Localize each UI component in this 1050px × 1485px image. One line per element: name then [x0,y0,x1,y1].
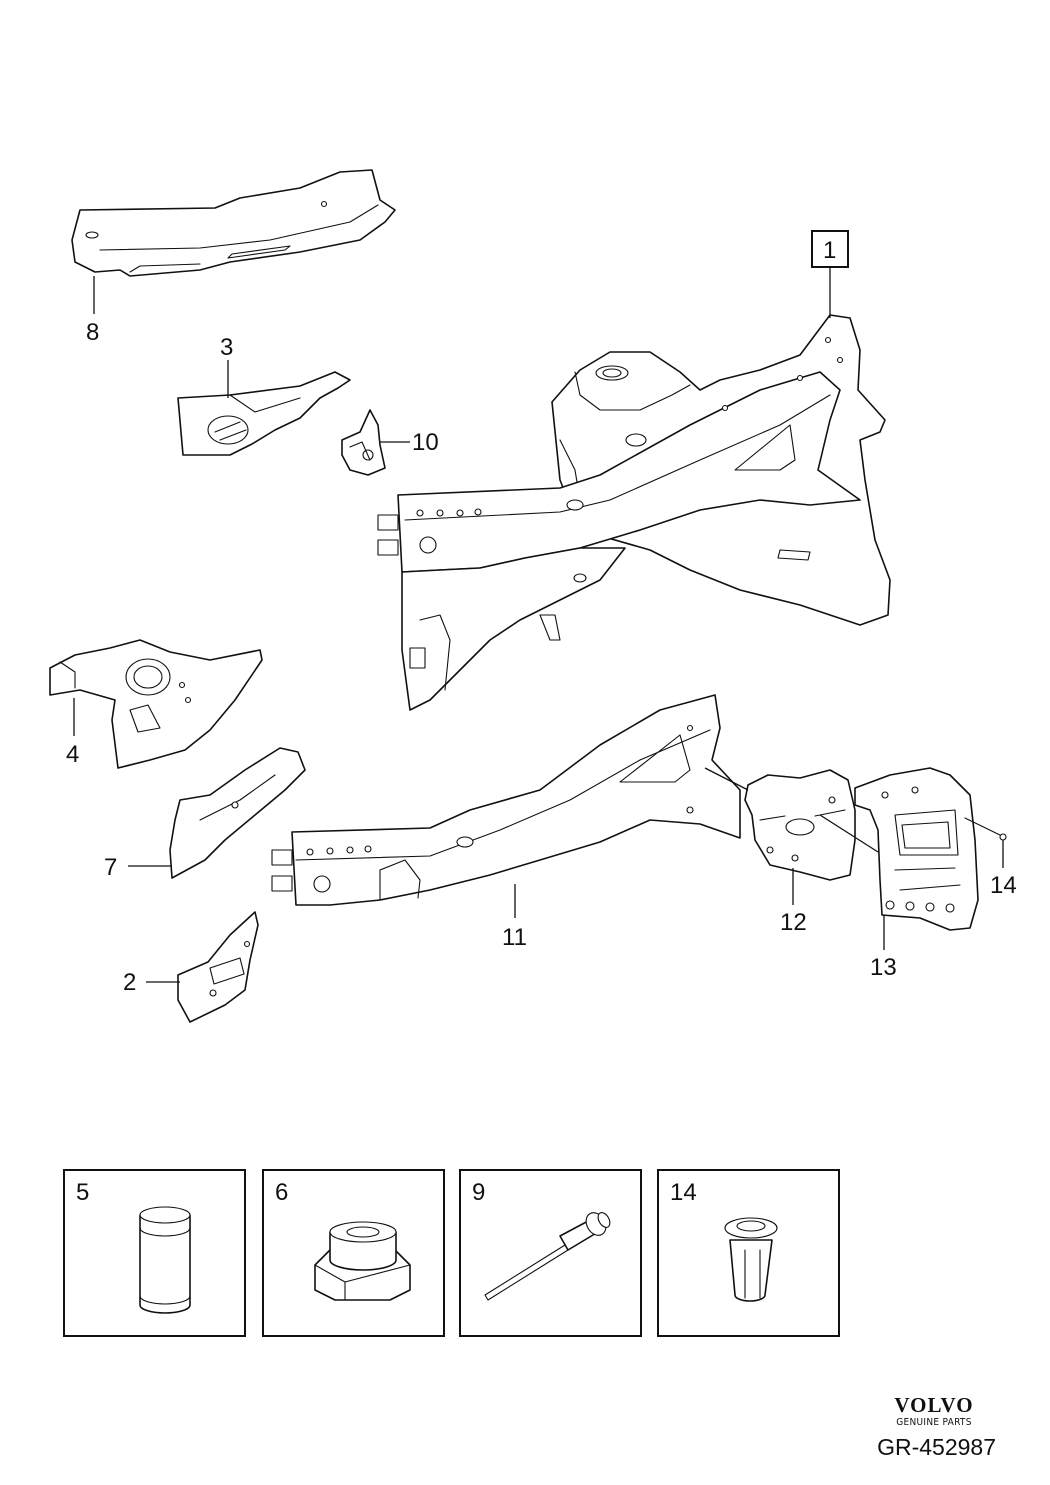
part-1-side-member-assembly [377,314,891,711]
callout-13: 13 [870,954,897,981]
inset-9: 9 [459,1169,642,1337]
svg-text:14: 14 [670,1179,697,1206]
callout-10: 10 [412,429,439,456]
part-13-front-panel [854,767,979,931]
part-2-reinforcement [177,911,259,1023]
part-4-inner-panel [49,639,263,769]
callout-14: 14 [990,872,1017,899]
callout-11: 11 [502,924,527,951]
inset-5: 5 [63,1169,246,1337]
inset-6: 6 [262,1169,445,1337]
brand-tagline: GENUINE PARTS [896,1417,972,1428]
volvo-logo: VOLVO [894,1393,974,1417]
reference-code: GR-452987 [877,1434,996,1460]
svg-text:6: 6 [275,1179,288,1206]
svg-text:9: 9 [472,1179,485,1206]
callout-3: 3 [220,334,233,361]
inset-14: 14 [657,1169,840,1337]
part-3-plate [177,371,351,456]
callout-1: 1 [823,237,836,264]
cage-nut-icon [314,1221,411,1301]
svg-text:5: 5 [76,1179,89,1206]
rivet-icon [484,1212,611,1301]
part-8-upper-reinforcement [71,169,396,277]
part-12-bracket-plate [744,769,856,881]
rivet-nut-icon [724,1217,778,1302]
callout-4: 4 [66,741,79,768]
sleeve-icon [139,1206,191,1314]
callout-8: 8 [86,319,99,346]
part-10-bracket [341,409,386,476]
callout-2: 2 [123,969,136,996]
part-7-rail-extension [169,747,306,879]
brand-block: VOLVO GENUINE PARTS [874,1394,994,1430]
callout-1-box [811,230,849,268]
part-11-side-member [271,694,741,906]
callout-12: 12 [780,909,807,936]
callout-7: 7 [104,854,117,881]
